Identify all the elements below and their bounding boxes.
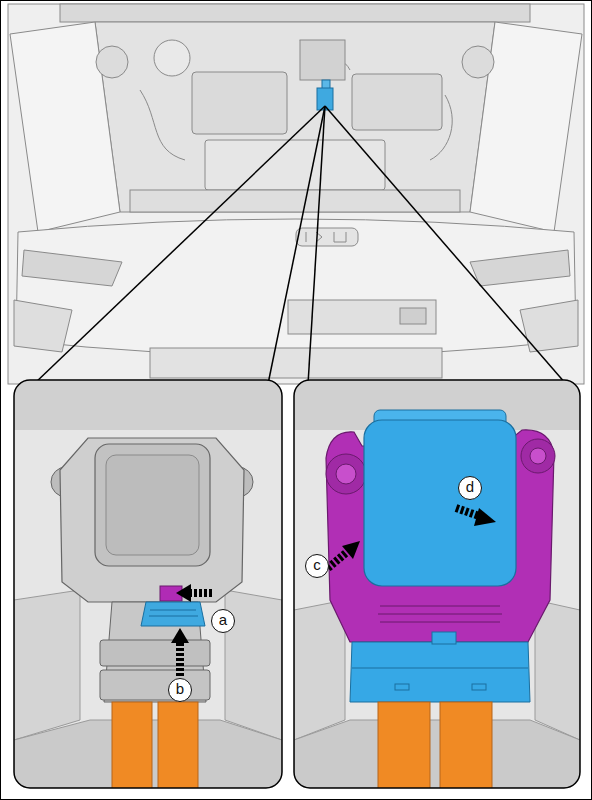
housing-side	[535, 600, 580, 740]
callout-letter: b	[168, 678, 192, 702]
hv-cable	[440, 702, 492, 788]
inset-border	[294, 380, 580, 788]
motion-arrow-shaft	[328, 552, 347, 568]
detail-inset-left	[14, 380, 282, 788]
zoom-leaders	[34, 106, 566, 384]
zoom-line	[325, 106, 566, 384]
pivot-hole	[336, 464, 356, 484]
zoom-line	[268, 106, 325, 384]
plate-sticker	[400, 308, 426, 324]
strut-top	[462, 46, 494, 78]
radiator-support	[205, 140, 385, 190]
secondary-latch	[432, 632, 456, 644]
body-slot	[395, 684, 409, 690]
fog-opening	[14, 300, 72, 352]
license-plate	[288, 300, 436, 334]
connector-cover	[364, 420, 516, 586]
hv-cable	[158, 702, 198, 788]
housing-side	[14, 590, 80, 740]
hv-cable	[112, 702, 152, 788]
badge-mark	[306, 232, 346, 242]
inset-border	[14, 380, 282, 788]
coolant-reservoir	[154, 40, 190, 76]
motion-arrow-shaft	[190, 589, 212, 597]
headlight	[22, 250, 122, 286]
connector-body	[350, 642, 530, 702]
lower-grille	[150, 348, 442, 378]
junction-box	[352, 74, 442, 130]
body-seam	[352, 668, 528, 669]
zoom-line	[34, 106, 325, 384]
locking-lever	[60, 438, 244, 602]
strut-top	[96, 46, 128, 78]
inset-background	[294, 380, 580, 788]
hv-cable	[378, 702, 430, 788]
body-slot	[472, 684, 486, 690]
motion-arrow-shaft	[176, 642, 184, 676]
latch-grip	[149, 610, 198, 616]
cover-face	[106, 455, 199, 555]
zoom-line	[308, 106, 325, 384]
secondary-latch	[141, 602, 205, 626]
pivot-hole	[530, 448, 546, 464]
callout-letter: d	[458, 476, 482, 500]
motion-arrow-head	[176, 584, 191, 602]
housing-side	[294, 600, 345, 740]
connector-band	[100, 670, 210, 700]
motion-arrow-head	[474, 508, 496, 526]
callout-letter: c	[305, 554, 329, 578]
inverter-box	[192, 72, 287, 134]
fog-opening	[520, 300, 578, 352]
hood-edge	[60, 4, 530, 22]
brand-badge	[296, 228, 358, 246]
motor-housing	[300, 40, 345, 80]
highlighted-connector	[317, 80, 333, 110]
connector-band	[100, 640, 210, 666]
motion-arrow-head	[171, 628, 189, 643]
connector-cover	[95, 444, 210, 566]
headlight	[470, 250, 570, 286]
scene-background	[8, 4, 584, 384]
housing-side	[225, 590, 282, 740]
lever-grip	[378, 606, 502, 622]
motion-arrow-head	[342, 541, 360, 559]
engine-bay	[95, 22, 495, 212]
front-bumper	[16, 219, 576, 356]
detail-inset-right	[294, 380, 580, 788]
car-front-view	[8, 4, 584, 384]
front-crossmember	[130, 190, 460, 212]
housing-base	[294, 720, 580, 788]
lever-pivot	[326, 454, 366, 494]
callout-letter: a	[211, 609, 235, 633]
lever-pivot	[521, 439, 555, 473]
bay-panel	[14, 380, 282, 430]
